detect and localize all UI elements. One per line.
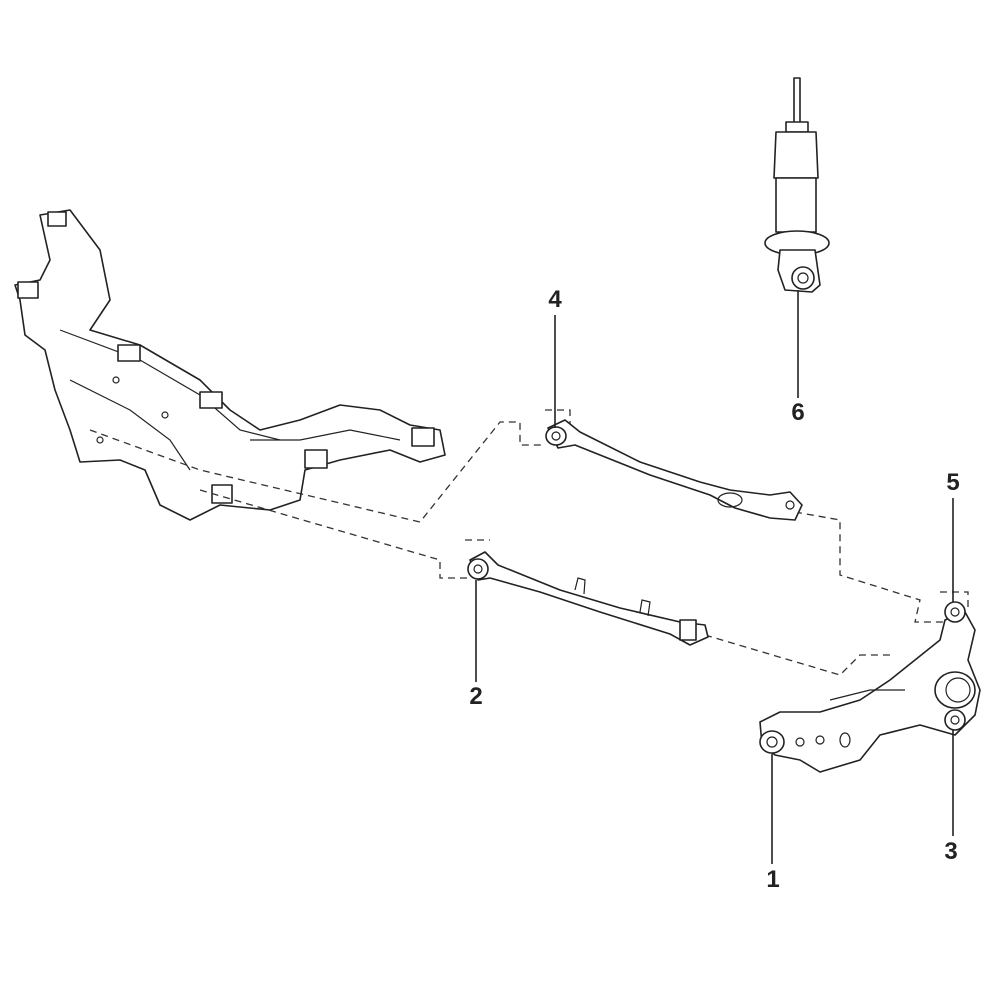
lateral-link-part-2 <box>467 551 709 646</box>
callout-2: 2 <box>469 683 483 710</box>
knuckle-lower-arm <box>759 601 981 773</box>
callout-6: 6 <box>791 399 805 426</box>
callout-3: 3 <box>944 838 958 865</box>
callout-5: 5 <box>946 469 960 496</box>
callout-4: 4 <box>548 286 562 313</box>
subframe <box>14 209 446 521</box>
upper-arm-part-4 <box>545 419 803 521</box>
callout-1: 1 <box>766 866 780 893</box>
shock-absorber-part-6 <box>764 77 830 293</box>
